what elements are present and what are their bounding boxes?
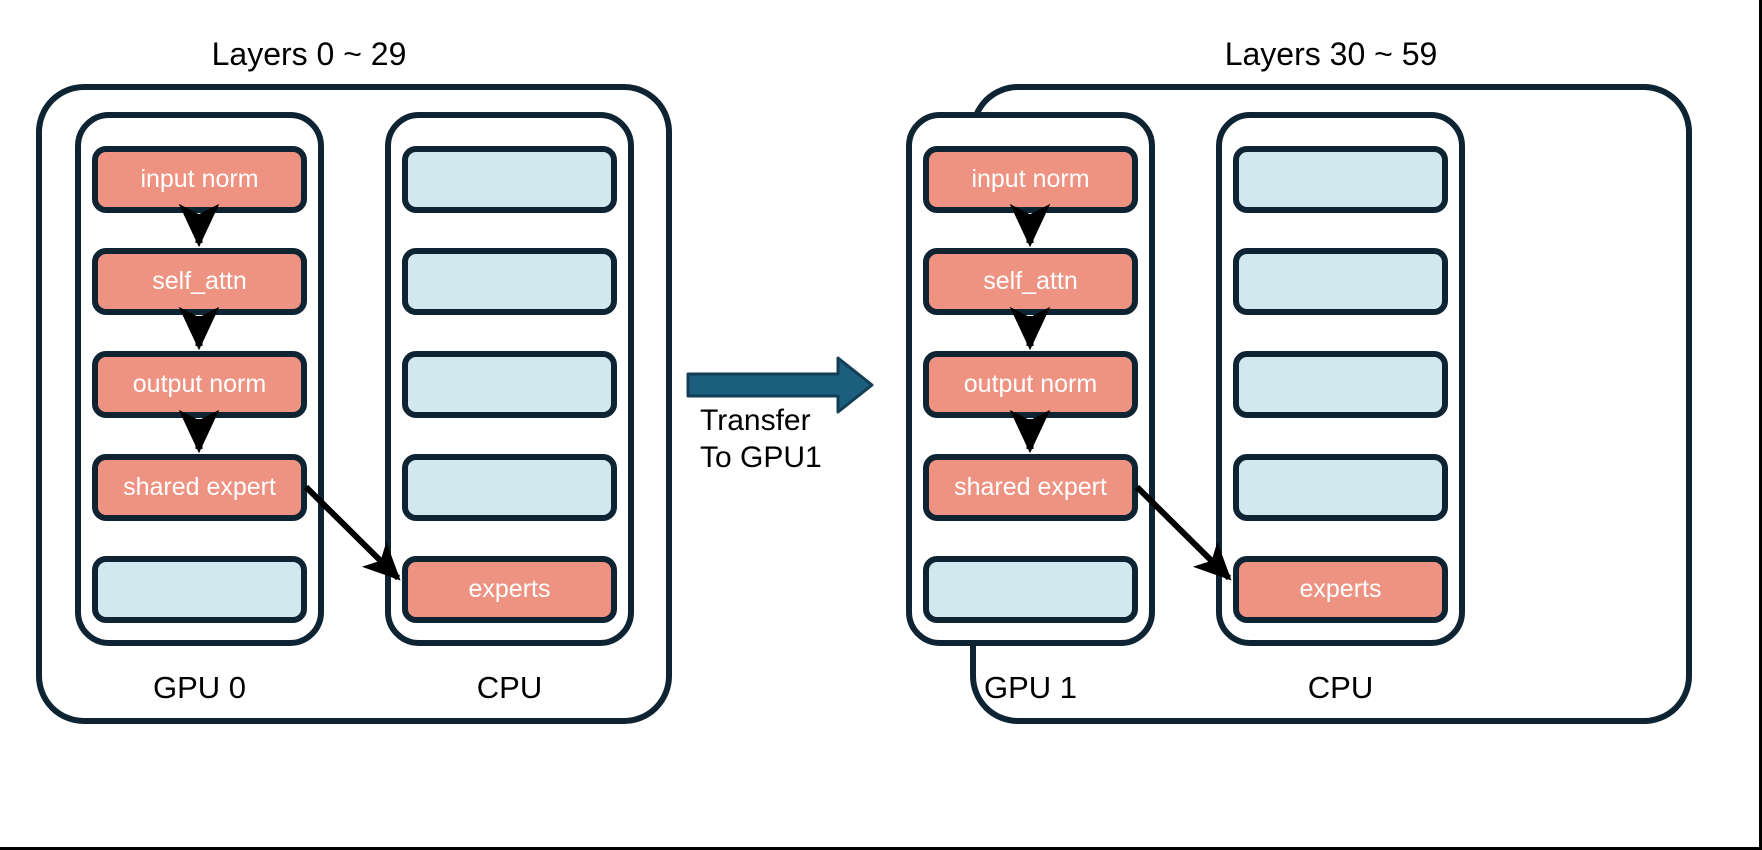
- block-gpu1-output-norm[interactable]: output norm: [923, 351, 1138, 418]
- block-gpu1-placeholder[interactable]: [923, 556, 1138, 623]
- block-gpu1-input-norm[interactable]: input norm: [923, 146, 1138, 213]
- block-label: experts: [468, 575, 551, 603]
- block-label: input norm: [140, 165, 259, 193]
- block-gpu0-output-norm[interactable]: output norm: [92, 351, 307, 418]
- block-gpu0-self-attn[interactable]: self_attn: [92, 248, 307, 315]
- block-cpu0-slot-1[interactable]: [402, 146, 617, 213]
- block-label: self_attn: [152, 267, 247, 295]
- block-cpu1-slot-2[interactable]: [1233, 248, 1448, 315]
- device-label-cpu1: CPU: [1307, 670, 1374, 705]
- block-cpu0-slot-3[interactable]: [402, 351, 617, 418]
- block-gpu0-shared-expert[interactable]: shared expert: [92, 454, 307, 521]
- device-label-gpu0: GPU 0: [152, 670, 247, 705]
- block-label: output norm: [963, 370, 1098, 398]
- block-gpu0-placeholder[interactable]: [92, 556, 307, 623]
- block-cpu0-slot-4[interactable]: [402, 454, 617, 521]
- block-label: shared expert: [123, 473, 276, 501]
- block-cpu1-slot-3[interactable]: [1233, 351, 1448, 418]
- block-gpu1-self-attn[interactable]: self_attn: [923, 248, 1138, 315]
- block-gpu0-input-norm[interactable]: input norm: [92, 146, 307, 213]
- block-label: self_attn: [983, 267, 1078, 295]
- device-label-cpu0: CPU: [476, 670, 543, 705]
- transfer-label-line1: Transfer: [700, 404, 811, 437]
- block-label: shared expert: [954, 473, 1107, 501]
- panel-title-right: Layers 30 ~ 59: [1224, 36, 1438, 72]
- block-cpu0-experts[interactable]: experts: [402, 556, 617, 623]
- block-gpu1-shared-expert[interactable]: shared expert: [923, 454, 1138, 521]
- device-label-gpu1: GPU 1: [983, 670, 1078, 705]
- block-label: experts: [1299, 575, 1382, 603]
- block-cpu1-slot-4[interactable]: [1233, 454, 1448, 521]
- block-label: output norm: [132, 370, 267, 398]
- block-label: input norm: [971, 165, 1090, 193]
- block-cpu1-slot-1[interactable]: [1233, 146, 1448, 213]
- block-cpu1-experts[interactable]: experts: [1233, 556, 1448, 623]
- panel-title-left: Layers 0 ~ 29: [211, 36, 407, 72]
- block-cpu0-slot-2[interactable]: [402, 248, 617, 315]
- transfer-label: Transfer To GPU1: [700, 403, 822, 476]
- transfer-label-line2: To GPU1: [700, 440, 822, 474]
